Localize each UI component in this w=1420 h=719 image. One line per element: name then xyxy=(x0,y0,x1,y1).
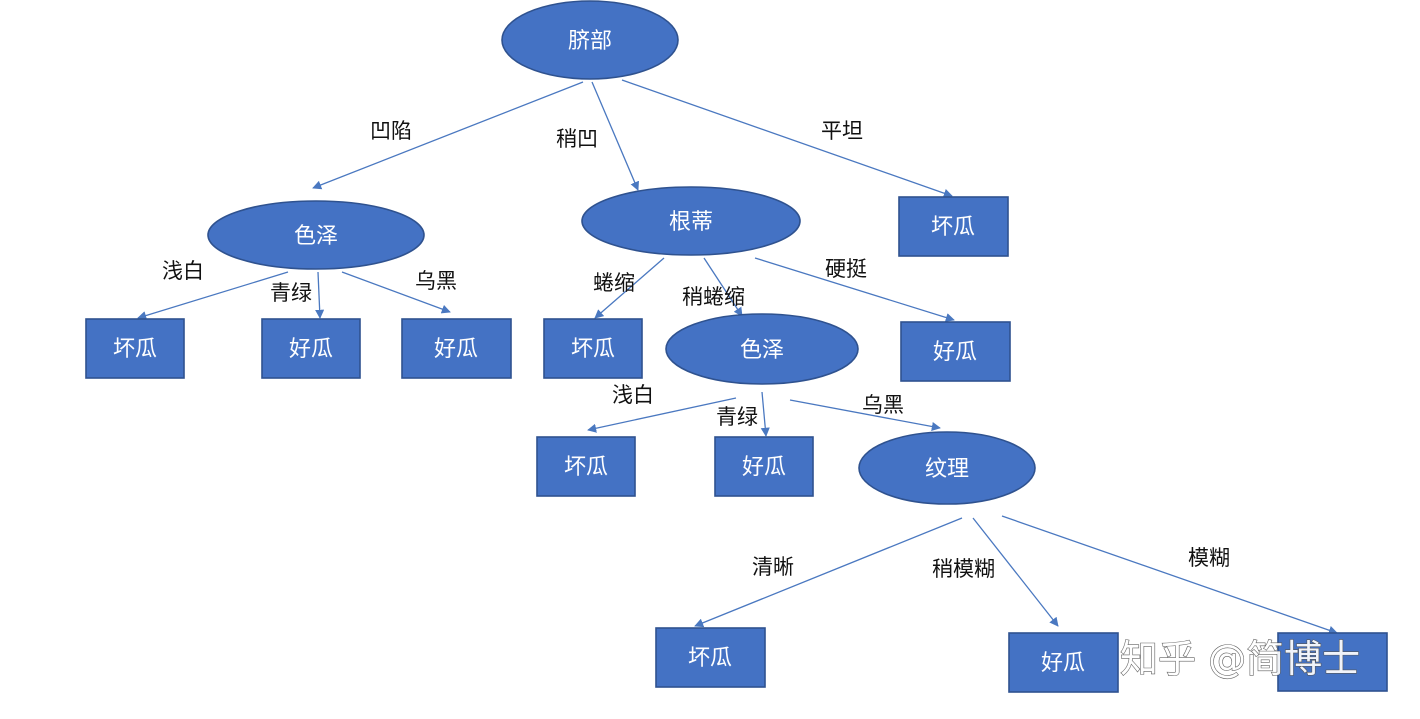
edge-label-root-root2: 稍凹 xyxy=(556,127,598,151)
edge-label-root-color1: 凹陷 xyxy=(370,119,412,143)
node-good3-label: 好瓜 xyxy=(933,340,977,365)
edge-label-texture-good5: 稍模糊 xyxy=(932,557,995,581)
edge-color2-bad4 xyxy=(587,397,737,433)
edge-label-root2-bad3: 蜷缩 xyxy=(593,271,635,295)
node-root-label: 脐部 xyxy=(568,29,612,54)
node-bad1 xyxy=(898,196,1009,257)
edge-label-color2-texture: 乌黑 xyxy=(862,393,904,417)
edge-color1-good2 xyxy=(341,271,451,314)
edge-label-color1-bad2: 浅白 xyxy=(162,259,204,283)
edge-labels: 凹陷 稍凹 平坦 浅白 青绿 乌黑 蜷缩 稍蜷缩 硬挺 浅白 青绿 乌黑 清晰 … xyxy=(162,119,1230,581)
edge-color1-good1 xyxy=(315,271,325,319)
node-root2 xyxy=(581,186,801,256)
node-good5 xyxy=(1008,632,1119,693)
node-good4-label: 好瓜 xyxy=(742,455,786,480)
edge-label-color1-good2: 乌黑 xyxy=(415,269,457,293)
node-last xyxy=(1277,632,1388,692)
node-bad3 xyxy=(543,318,643,379)
edge-label-root2-good3: 硬挺 xyxy=(825,257,867,281)
node-good4 xyxy=(714,436,814,497)
node-texture-label: 纹理 xyxy=(925,457,969,482)
edge-label-root-bad1: 平坦 xyxy=(821,119,863,143)
node-bad2-label: 坏瓜 xyxy=(113,337,157,362)
edge-label-texture-bad5: 清晰 xyxy=(752,555,794,579)
node-good5-label: 好瓜 xyxy=(1041,651,1085,676)
edge-label-color2-bad4: 浅白 xyxy=(612,383,654,407)
edge-texture-bad5 xyxy=(694,517,963,628)
edge-texture-last xyxy=(1001,515,1338,635)
edge-root-bad1 xyxy=(621,79,953,198)
node-good1 xyxy=(261,318,361,379)
edge-label-root2-color2: 稍蜷缩 xyxy=(682,285,745,309)
edge-root2-good3 xyxy=(754,257,955,322)
node-bad1-label: 坏瓜 xyxy=(931,215,975,240)
node-bad2 xyxy=(85,318,185,379)
node-color1 xyxy=(207,200,425,270)
node-good2-label: 好瓜 xyxy=(434,337,478,362)
edge-label-texture-last: 模糊 xyxy=(1188,546,1230,570)
node-bad5 xyxy=(655,627,766,688)
node-root2-label: 根蒂 xyxy=(669,210,713,235)
edge-root2-color2 xyxy=(703,257,743,317)
edge-texture-good5 xyxy=(972,517,1059,627)
node-good3 xyxy=(900,321,1011,382)
ellipse-nodes: 脐部 色泽 根蒂 色泽 纹理 xyxy=(207,0,1036,505)
rect-nodes: 坏瓜 坏瓜 好瓜 好瓜 坏瓜 好瓜 坏瓜 好瓜 坏瓜 好瓜 xyxy=(85,196,1388,693)
edge-root-root2 xyxy=(591,81,639,191)
edge-color1-bad2 xyxy=(137,271,289,320)
edge-label-color1-good1: 青绿 xyxy=(270,281,312,305)
node-color1-label: 色泽 xyxy=(294,224,338,249)
node-bad4 xyxy=(536,436,636,497)
node-good1-label: 好瓜 xyxy=(289,337,333,362)
node-bad4-label: 坏瓜 xyxy=(564,455,608,480)
edge-color2-good4 xyxy=(760,391,770,437)
edges xyxy=(137,79,1338,635)
node-texture xyxy=(858,431,1036,505)
watermark: 知乎 @简博士 xyxy=(1120,637,1360,681)
edge-root2-bad3 xyxy=(594,257,665,319)
edge-color2-texture xyxy=(789,399,941,431)
edge-label-color2-good4: 青绿 xyxy=(716,405,758,429)
node-good2 xyxy=(401,318,512,379)
edge-root-color1 xyxy=(312,81,584,190)
node-bad3-label: 坏瓜 xyxy=(571,337,615,362)
node-root xyxy=(501,0,679,80)
node-color2-label: 色泽 xyxy=(740,338,784,363)
node-color2 xyxy=(665,313,859,385)
node-bad5-label: 坏瓜 xyxy=(688,646,732,671)
